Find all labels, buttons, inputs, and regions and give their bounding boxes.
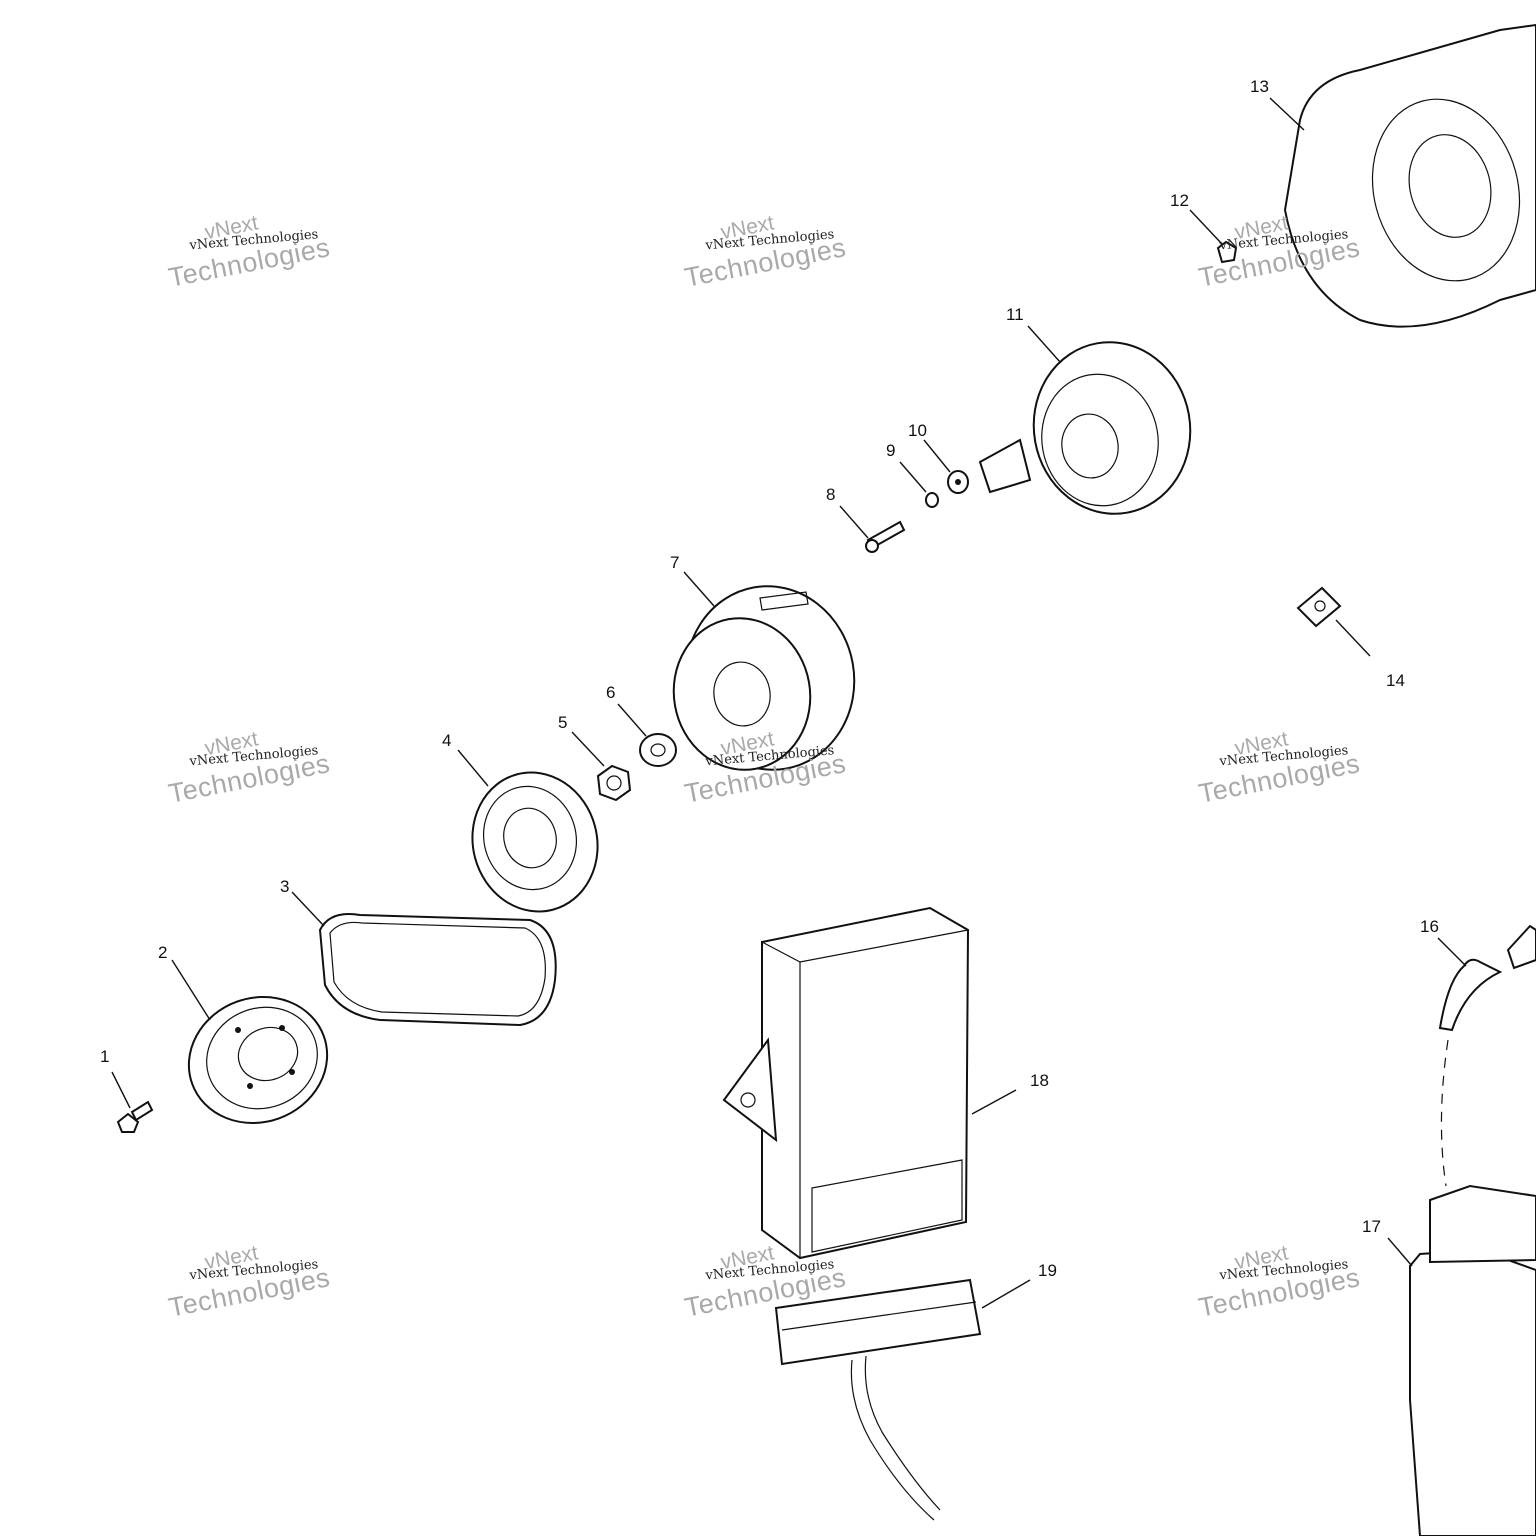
callout-16: 16 bbox=[1420, 917, 1439, 936]
callout-14: 14 bbox=[1386, 671, 1405, 690]
part-7-flywheel bbox=[672, 571, 856, 771]
callout-6: 6 bbox=[606, 683, 615, 702]
callout-12: 12 bbox=[1170, 191, 1189, 210]
callout-labels: 1 2 3 4 5 6 7 8 9 10 11 12 13 14 16 17 1… bbox=[100, 77, 1439, 1280]
callout-5: 5 bbox=[558, 713, 567, 732]
callout-18: 18 bbox=[1030, 1071, 1049, 1090]
callout-8: 8 bbox=[826, 485, 835, 504]
callout-10: 10 bbox=[908, 421, 927, 440]
callout-11: 11 bbox=[1006, 305, 1024, 324]
part-4-gear-ring bbox=[457, 749, 599, 913]
part-6-washer bbox=[617, 703, 677, 767]
part-19-connector bbox=[774, 1278, 1031, 1521]
callout-13: 13 bbox=[1250, 77, 1269, 96]
callout-4: 4 bbox=[442, 731, 451, 750]
callout-17: 17 bbox=[1362, 1217, 1381, 1236]
part-3-belt bbox=[291, 891, 557, 1027]
callout-9: 9 bbox=[886, 441, 895, 460]
callout-1: 1 bbox=[100, 1047, 109, 1066]
part-16-hose bbox=[1437, 924, 1536, 1187]
part-10-washer bbox=[923, 439, 969, 494]
part-8-screw bbox=[839, 505, 906, 553]
part-11-stator bbox=[978, 325, 1192, 515]
callout-19: 19 bbox=[1038, 1261, 1057, 1280]
part-13-housing bbox=[1269, 23, 1536, 328]
part-12-bolt bbox=[1189, 209, 1238, 264]
callout-2: 2 bbox=[158, 943, 167, 962]
part-17-ignition-coil bbox=[1387, 1184, 1536, 1536]
part-14-clip bbox=[1296, 586, 1371, 657]
callout-3: 3 bbox=[280, 877, 289, 896]
part-1-bolt bbox=[111, 1071, 154, 1133]
part-2-pulley bbox=[171, 959, 329, 1124]
part-9-lock-washer bbox=[899, 461, 939, 508]
part-18-control-module bbox=[722, 906, 1017, 1260]
callout-7: 7 bbox=[670, 553, 679, 572]
part-5-nut bbox=[571, 731, 632, 802]
